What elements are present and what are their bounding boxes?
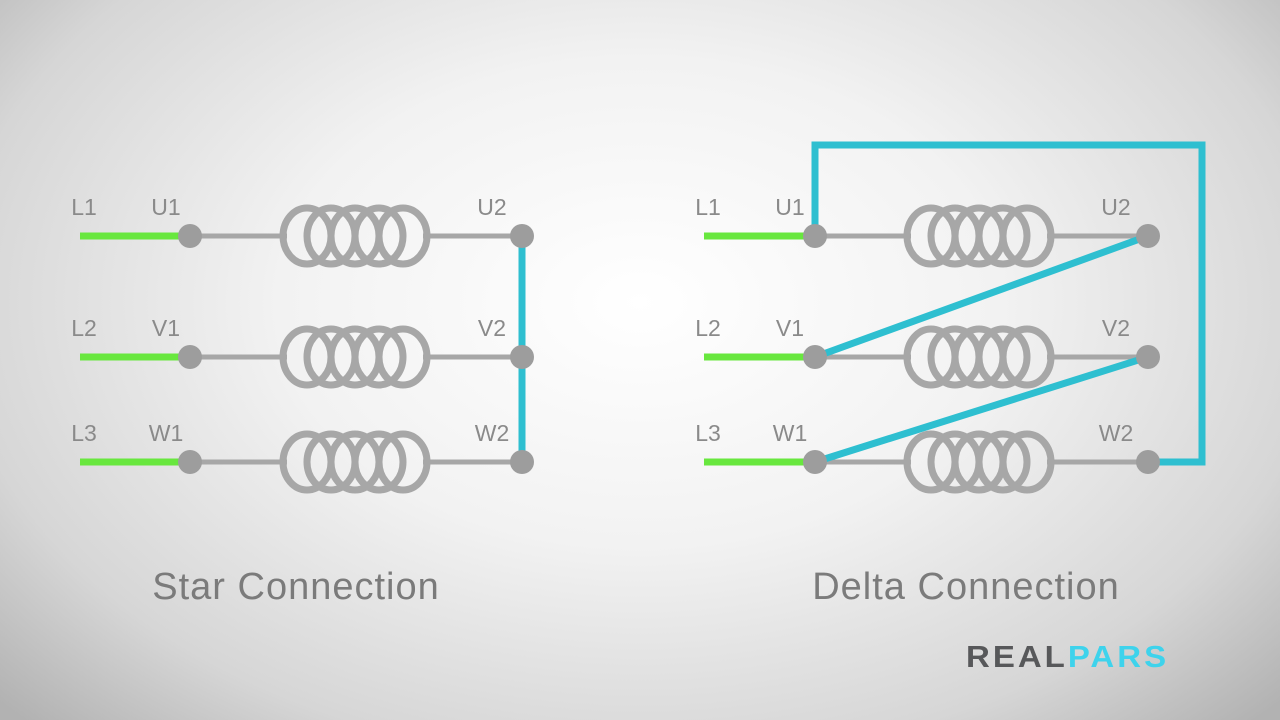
star-terminal-dot-v1 bbox=[178, 345, 202, 369]
delta-winding-coil-v bbox=[907, 329, 1051, 385]
star-terminal-dot-v2 bbox=[510, 345, 534, 369]
delta-diagram: L1 U1 U2 L2 V1 V2 L3 W1 W2 Delta Connect… bbox=[695, 141, 1206, 608]
delta-terminal-dot-w1 bbox=[803, 450, 827, 474]
delta-link-v2-w1 bbox=[813, 353, 1150, 466]
delta-label-w2: W2 bbox=[1099, 420, 1134, 446]
star-label-l2: L2 bbox=[71, 315, 97, 341]
star-label-w1: W1 bbox=[149, 420, 184, 446]
star-winding-coil-v bbox=[283, 329, 427, 385]
star-label-u1: U1 bbox=[151, 194, 180, 220]
star-terminal-dot-u2 bbox=[510, 224, 534, 248]
logo-real-text: REAL bbox=[966, 639, 1068, 674]
delta-loop-link-u1-w2 bbox=[811, 141, 1206, 466]
delta-link-u2-v1 bbox=[813, 232, 1150, 361]
star-terminal-dot-w2 bbox=[510, 450, 534, 474]
delta-label-l1: L1 bbox=[695, 194, 721, 220]
delta-title: Delta Connection bbox=[812, 566, 1120, 608]
logo-pars-text: PARS bbox=[1067, 639, 1170, 674]
star-winding-coil-w bbox=[283, 434, 427, 490]
realpars-logo: REALPARS bbox=[966, 640, 1169, 675]
star-label-v1: V1 bbox=[152, 315, 180, 341]
star-label-l3: L3 bbox=[71, 420, 97, 446]
star-terminal-dot-u1 bbox=[178, 224, 202, 248]
star-terminal-dot-w1 bbox=[178, 450, 202, 474]
delta-terminal-dot-u1 bbox=[803, 224, 827, 248]
delta-label-u2: U2 bbox=[1101, 194, 1130, 220]
star-label-w2: W2 bbox=[475, 420, 510, 446]
delta-terminal-dot-v2 bbox=[1136, 345, 1160, 369]
delta-label-l3: L3 bbox=[695, 420, 721, 446]
delta-terminal-dot-w2 bbox=[1136, 450, 1160, 474]
star-label-v2: V2 bbox=[478, 315, 506, 341]
star-title: Star Connection bbox=[152, 566, 440, 608]
delta-winding-coil-u bbox=[907, 208, 1051, 264]
star-diagram: L1 U1 U2 L2 V1 V2 L3 W1 W2 Star Connecti… bbox=[71, 194, 534, 608]
star-winding-coil-u bbox=[283, 208, 427, 264]
delta-label-l2: L2 bbox=[695, 315, 721, 341]
delta-terminal-dot-v1 bbox=[803, 345, 827, 369]
delta-label-v2: V2 bbox=[1102, 315, 1130, 341]
delta-label-v1: V1 bbox=[776, 315, 804, 341]
delta-label-u1: U1 bbox=[775, 194, 804, 220]
delta-terminal-dot-u2 bbox=[1136, 224, 1160, 248]
delta-label-w1: W1 bbox=[773, 420, 808, 446]
star-label-u2: U2 bbox=[477, 194, 506, 220]
delta-winding-coil-w bbox=[907, 434, 1051, 490]
star-label-l1: L1 bbox=[71, 194, 97, 220]
